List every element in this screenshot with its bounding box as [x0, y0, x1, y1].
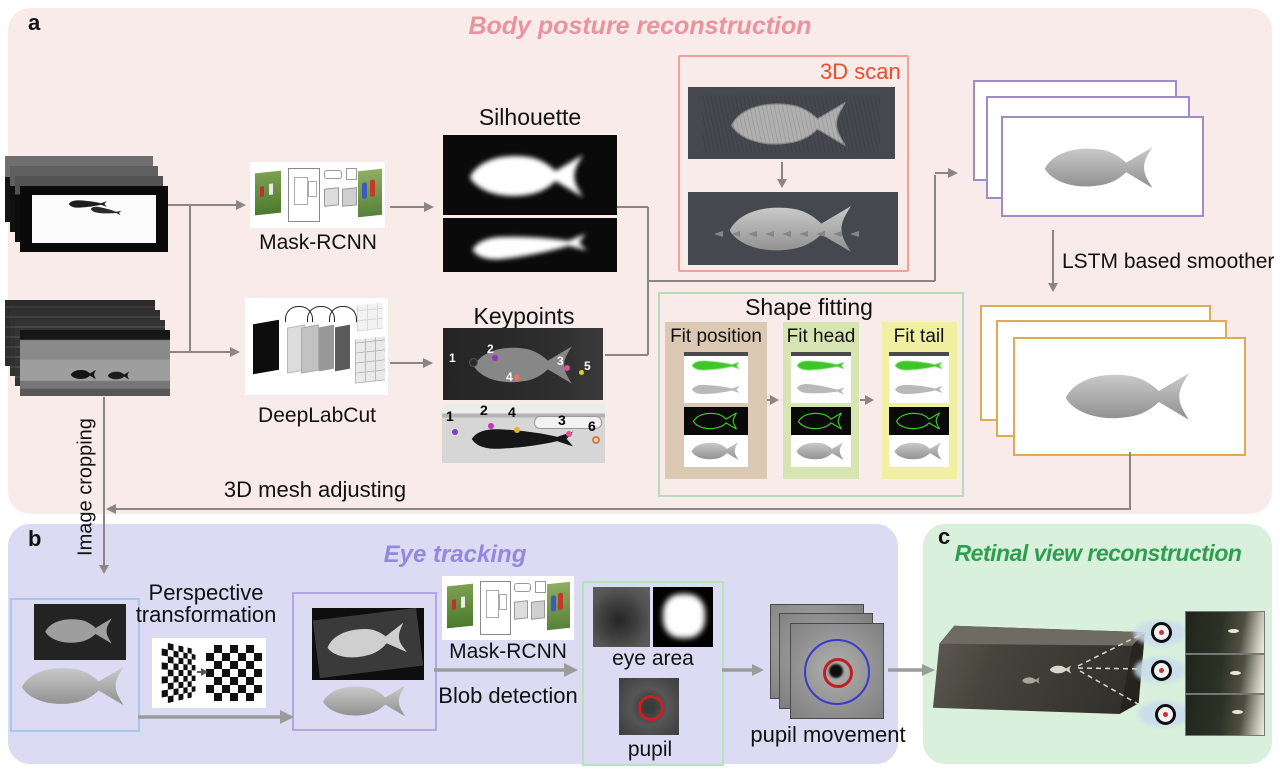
retinal-view-3: [1185, 694, 1265, 736]
transformed-fish-photo: [312, 608, 424, 680]
keypoint-side-2: 2: [487, 342, 494, 356]
eye-mask-image: [653, 587, 713, 647]
cropped-images-box: [10, 598, 140, 732]
keypoint-top-3: 3: [558, 412, 566, 428]
silhouette-side-image: [443, 135, 617, 215]
panel-c-title: Retinal view reconstruction: [954, 540, 1242, 566]
panel-b-title: Eye tracking: [383, 541, 527, 568]
perspective-label-line2: transformation: [135, 602, 277, 627]
keypoint-side-1: 1: [449, 351, 456, 365]
panel-b-label: b: [28, 526, 42, 551]
eye-area-label: eye area: [612, 647, 694, 670]
fit-position-label: Fit position: [670, 326, 762, 347]
eye-icon-2: [1151, 660, 1172, 681]
mask-rcnn-icon: [250, 162, 385, 228]
eye-area-image: [593, 587, 650, 647]
silhouette-top-image: [443, 218, 617, 272]
pupil-label: pupil: [627, 738, 673, 761]
skeleton-spine: [714, 224, 874, 237]
keypoint-side-5: 5: [584, 359, 591, 373]
pupil-movement-label: pupil movement: [750, 722, 906, 747]
fit-position-column: Fit position: [665, 322, 767, 479]
panel-a-title: Body posture reconstruction: [468, 12, 812, 40]
panel-c-label: c: [938, 524, 951, 549]
deeplabcut-label: DeepLabCut: [258, 404, 376, 427]
keypoints-label: Keypoints: [473, 303, 575, 329]
fit-head-label: Fit head: [786, 326, 856, 347]
scan-box: [678, 55, 909, 272]
scan-raw-image: [688, 87, 895, 159]
fitted-frame-front: [1001, 116, 1204, 217]
keypoints-top-image: 1 2 4 3 6: [442, 404, 605, 463]
keypoint-top-4: 4: [508, 404, 516, 420]
perspective-label-line1: Perspective: [148, 580, 264, 605]
keypoint-top-2: 2: [480, 404, 488, 418]
silhouette-label: Silhouette: [478, 104, 582, 130]
eye-icon-3: [1155, 704, 1176, 725]
mask-rcnn-icon-b: [442, 576, 574, 640]
smoothed-frame-front: [1013, 337, 1246, 456]
keypoints-side-image: 1 2 3 4 5: [443, 328, 603, 400]
tank-3d-render: [933, 624, 1145, 714]
transformed-images-box: [292, 592, 437, 731]
keypoint-top-6: 6: [588, 418, 596, 434]
deeplabcut-icon: [245, 298, 388, 395]
keypoint-side-3: 3: [557, 354, 564, 368]
pupil-image: [619, 678, 679, 735]
lstm-label: LSTM based smoother: [1062, 250, 1275, 273]
blob-detection-label: Blob detection: [438, 683, 578, 708]
eye-detection-box: eye area pupil: [582, 581, 724, 766]
cropped-fish-photo: [34, 604, 126, 660]
retinal-view-1: [1185, 611, 1265, 654]
keypoint-top-1: 1: [446, 408, 454, 424]
fit-tail-label: Fit tail: [893, 326, 945, 347]
mask-rcnn-label: Mask-RCNN: [259, 231, 377, 254]
scan-model-image: [688, 192, 898, 265]
panel-a-label: a: [28, 10, 41, 35]
fit-tail-column: Fit tail: [882, 322, 957, 479]
mesh-adjust-label: 3D mesh adjusting: [223, 477, 407, 502]
mask-rcnn-label-b: Mask-RCNN: [449, 640, 567, 663]
retinal-view-2: [1185, 654, 1265, 694]
shape-fitting-title: Shape fitting: [745, 294, 873, 320]
pupil-movement-front: [790, 623, 884, 719]
scan-label: 3D scan: [820, 59, 901, 84]
eye-icon-1: [1151, 622, 1172, 643]
fit-head-column: Fit head: [783, 322, 859, 479]
tank-topview-image: [20, 186, 168, 252]
keypoint-side-4: 4: [506, 370, 513, 384]
checkerboard-icon: [152, 638, 266, 708]
shape-fitting-box: [658, 292, 964, 497]
tank-sideview-image: [20, 330, 170, 396]
